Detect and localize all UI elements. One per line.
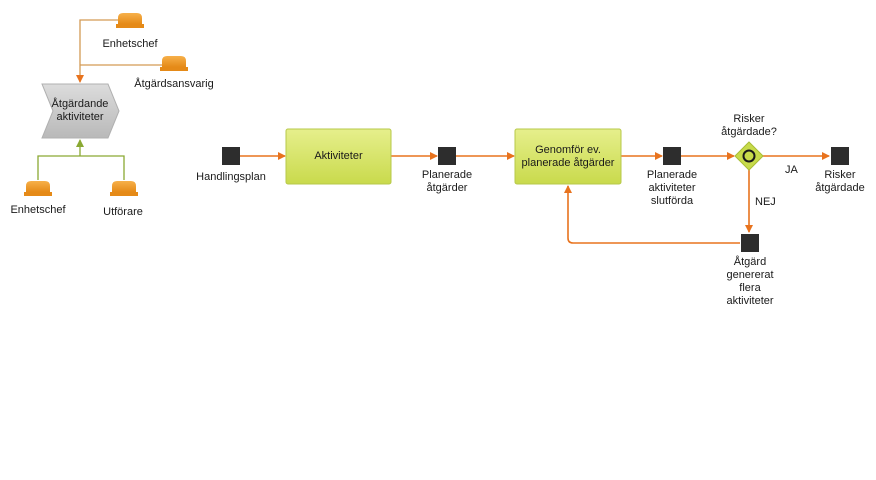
connector-enhetschef-top bbox=[76, 19, 118, 83]
event-start-square bbox=[222, 147, 240, 165]
activity-box-first bbox=[285, 128, 392, 185]
process-interface-label: Åtgärdande aktiviteter bbox=[51, 98, 109, 123]
connector-bottom-roles bbox=[37, 155, 125, 180]
activity-label-second: Genomför ev. planerade åtgärder bbox=[521, 143, 615, 169]
event-risks-done-square bbox=[831, 147, 849, 165]
flow-connectors bbox=[240, 152, 830, 244]
activity-label-first: Aktiviteter bbox=[314, 150, 363, 162]
role-icon bbox=[24, 181, 52, 196]
event-planned-square bbox=[438, 147, 456, 165]
role-label-atgardsansvarig: Åtgärdsansvarig bbox=[134, 78, 214, 90]
role-icon bbox=[116, 13, 144, 28]
event-label-risks-done: Risker åtgärdade bbox=[815, 169, 865, 194]
branch-label-no: NEJ bbox=[755, 196, 776, 208]
context-connectors bbox=[37, 19, 162, 180]
activity-box-second bbox=[514, 128, 622, 185]
event-label-completed: Planerade aktiviteter slutförda bbox=[646, 169, 698, 207]
branch-label-yes: JA bbox=[785, 164, 798, 176]
role-label-enhetschef-top: Enhetschef bbox=[102, 38, 158, 50]
event-label-start: Handlingsplan bbox=[196, 171, 266, 183]
xor-gateway-icon bbox=[734, 141, 764, 171]
role-label-utforare: Utförare bbox=[103, 206, 143, 218]
role-icon bbox=[160, 56, 188, 71]
event-label-generated: Åtgärd genererat flera aktiviteter bbox=[726, 256, 774, 307]
role-icon bbox=[110, 181, 138, 196]
event-completed-square bbox=[663, 147, 681, 165]
event-label-planned: Planerade åtgärder bbox=[421, 169, 473, 194]
gateway-question: Risker åtgärdade? bbox=[721, 113, 777, 138]
process-interface-icon bbox=[41, 83, 120, 139]
flow-loop-back bbox=[564, 185, 740, 244]
role-label-enhetschef-bottom: Enhetschef bbox=[10, 204, 66, 216]
event-generated-square bbox=[741, 234, 759, 252]
